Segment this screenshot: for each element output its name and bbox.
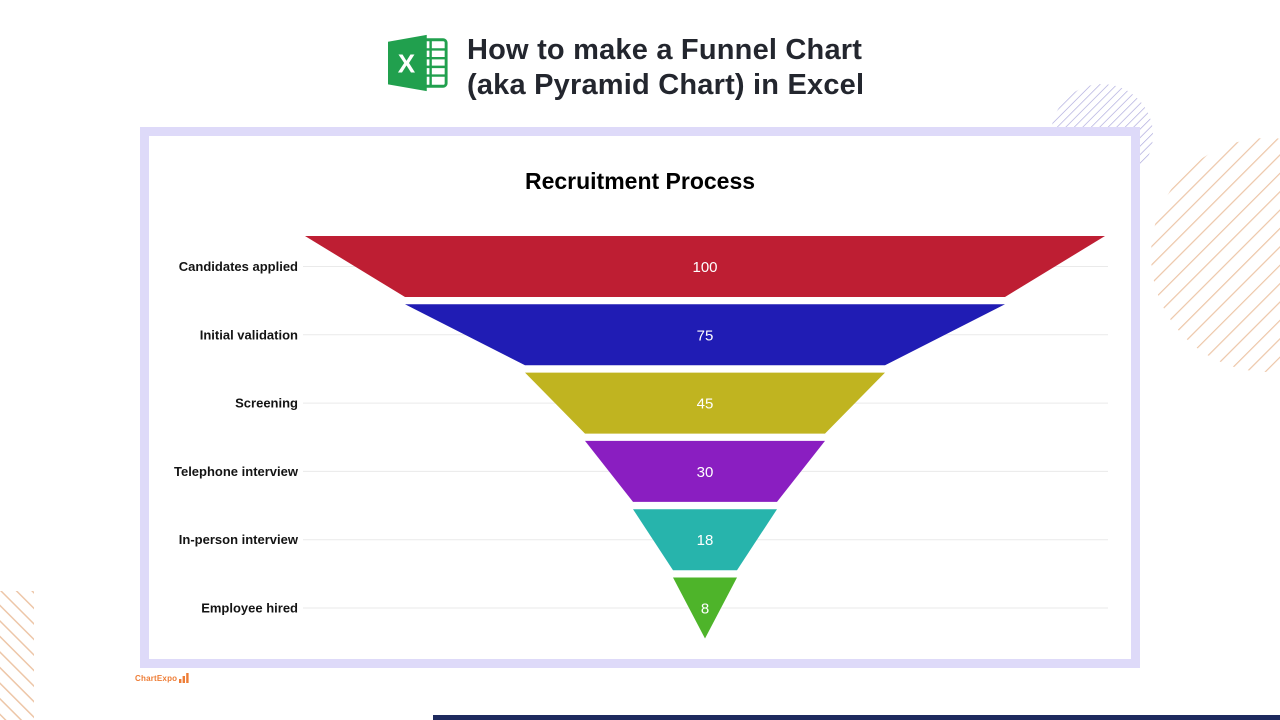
excel-icon: X [388,34,448,92]
funnel-stage-value: 100 [692,259,717,276]
funnel-stage-value: 45 [697,396,714,413]
funnel-segment [405,304,1005,366]
watermark-text: ChartExpo [135,673,178,683]
chart-title: Recruitment Process [524,168,756,194]
funnel-stage-value: 30 [697,464,714,481]
funnel-segment [525,372,885,434]
chart-card: Recruitment Process Candidates applied 10… [140,127,1140,668]
page-title-line1: How to make a Funnel Chart [467,34,863,66]
funnel-stage-value: 8 [701,601,709,618]
decor-hatch-circle-peach [1151,138,1280,372]
bottom-accent-bar [433,715,1280,720]
funnel-stage-label: Initial validation [200,327,298,342]
funnel-stage-label: Candidates applied [179,259,298,274]
chartexpo-watermark: ChartExpo [135,673,190,683]
funnel-segment [673,577,737,639]
funnel-stage-label: Telephone interview [174,464,299,479]
funnel-segment [633,509,777,571]
mini-bar-chart-icon [179,673,189,683]
header: X How to make a Funnel Chart (aka Pyrami… [388,33,864,103]
funnel-stage-value: 18 [697,532,714,549]
svg-text:X: X [398,49,416,79]
funnel-stage-value: 75 [697,327,714,344]
funnel-segment [305,236,1105,297]
funnel-stage-label: Employee hired [201,601,298,616]
funnel-stage-label: Screening [235,396,298,411]
funnel-stage-label: In-person interview [179,532,299,547]
page-title: How to make a Funnel Chart (aka Pyramid … [467,33,864,103]
page-title-line2: (aka Pyramid Chart) in Excel [467,69,865,101]
decor-hatch-strip-peach [0,591,34,720]
funnel-segment [585,440,825,502]
